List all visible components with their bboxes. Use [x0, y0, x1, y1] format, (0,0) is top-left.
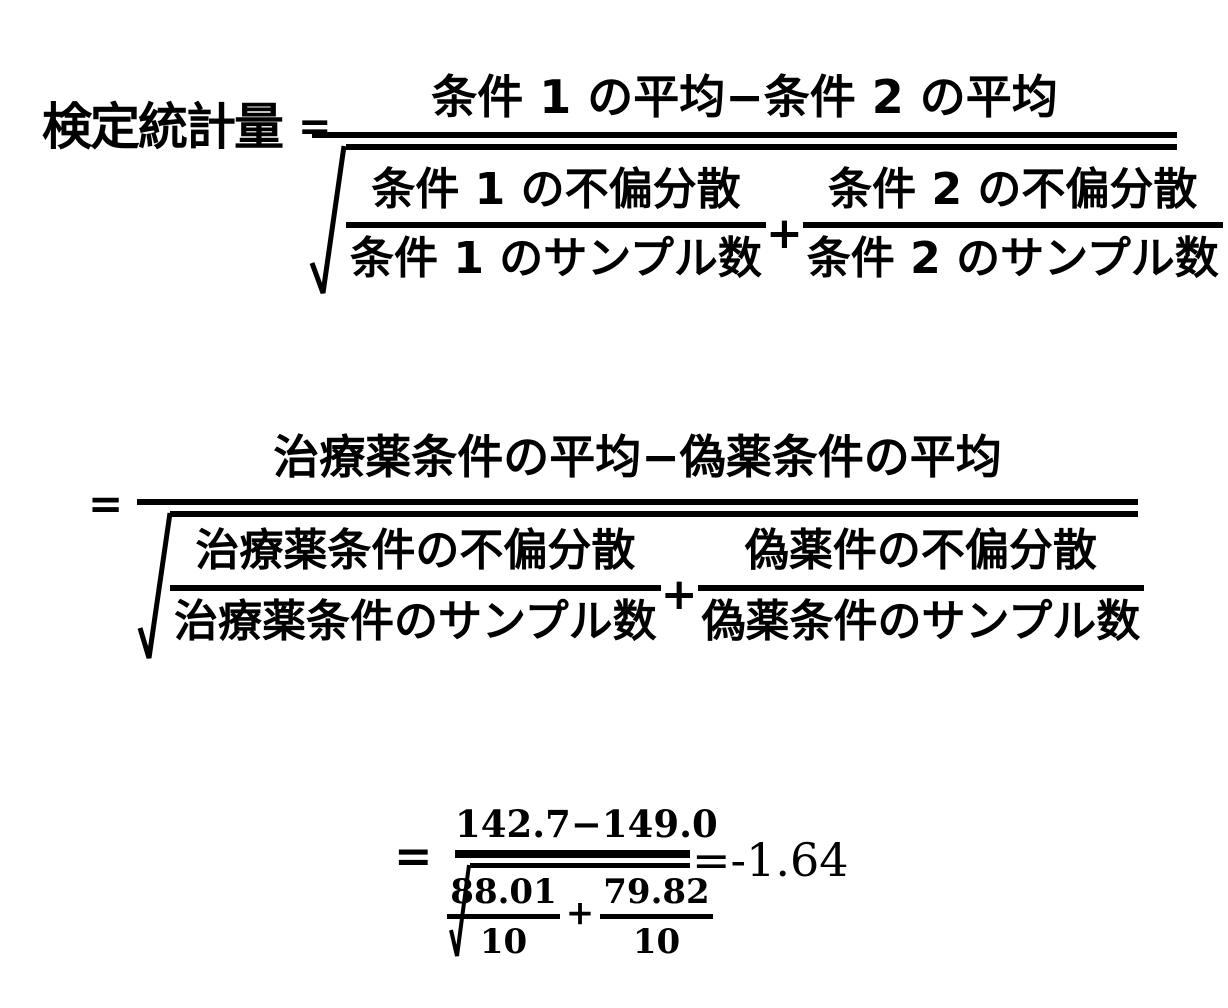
sqrt-radical-icon: [309, 145, 347, 294]
inner-fraction-right: 条件 2 の不偏分散 条件 2 のサンプル数: [802, 150, 1223, 291]
inner-fraction-bar: [600, 914, 713, 919]
inner-fraction-numerator: 治療薬条件の不偏分散: [195, 525, 636, 576]
plus-sign: +: [565, 893, 595, 933]
radicand: 条件 1 の不偏分散 条件 1 のサンプル数 + 条件 2 の不偏分散 条件 2…: [346, 144, 1223, 291]
result-value: =-1.64: [692, 833, 849, 887]
main-numerator: 142.7−149.0: [455, 802, 718, 846]
inner-fraction-right: 偽薬件の不偏分散 偽薬条件のサンプル数: [697, 517, 1145, 654]
plus-sign: +: [660, 568, 698, 620]
inner-fraction-denominator: 条件 2 のサンプル数: [806, 233, 1219, 284]
inner-fraction-bar: [802, 222, 1223, 228]
inner-fraction-left: 88.01 10: [447, 868, 560, 964]
fraction-bar: [137, 499, 1138, 505]
radicand: 88.01 10 + 79.82 10: [447, 863, 713, 964]
plus-sign: +: [765, 207, 803, 259]
equals-sign: =: [88, 479, 124, 528]
equals-sign: =: [298, 104, 332, 150]
inner-fraction-numerator: 条件 1 の不偏分散: [371, 164, 741, 215]
main-numerator: 条件 1 の平均−条件 2 の平均: [431, 70, 1058, 124]
inner-fraction-numerator: 偽薬件の不偏分散: [744, 525, 1097, 576]
fraction-bar: [312, 132, 1177, 138]
fraction-bar: [455, 850, 690, 858]
radicand: 治療薬条件の不偏分散 治療薬条件のサンプル数 + 偽薬件の不偏分散 偽薬条件のサ…: [170, 511, 1145, 654]
inner-fraction-denominator: 条件 1 のサンプル数: [350, 233, 762, 284]
inner-fraction-numerator: 88.01: [450, 872, 557, 912]
inner-fraction-denominator: 偽薬条件のサンプル数: [701, 596, 1141, 647]
inner-fraction-bar: [697, 585, 1145, 591]
inner-fraction-numerator: 条件 2 の不偏分散: [828, 164, 1198, 215]
inner-fraction-left: 条件 1 の不偏分散 条件 1 のサンプル数: [346, 150, 766, 291]
inner-fraction-denominator: 治療薬条件のサンプル数: [174, 596, 657, 647]
equation-1-lhs-group: 検定統計量 =: [42, 102, 332, 152]
inner-fraction-denominator: 10: [632, 922, 681, 962]
inner-fraction-right: 79.82 10: [600, 868, 713, 964]
inner-fraction-bar: [170, 585, 661, 591]
sqrt-radical-icon: [449, 864, 471, 957]
inner-fraction-bar: [447, 914, 560, 919]
equals-sign: =: [394, 829, 433, 883]
sqrt-radical-icon: [137, 512, 173, 659]
test-statistic-label: 検定統計量: [42, 98, 284, 156]
inner-fraction-bar: [346, 222, 766, 228]
inner-fraction-numerator: 79.82: [603, 872, 710, 912]
main-numerator: 治療薬条件の平均−偽薬条件の平均: [273, 430, 1002, 484]
inner-fraction-denominator: 10: [479, 922, 528, 962]
inner-fraction-left: 治療薬条件の不偏分散 治療薬条件のサンプル数: [170, 517, 661, 654]
